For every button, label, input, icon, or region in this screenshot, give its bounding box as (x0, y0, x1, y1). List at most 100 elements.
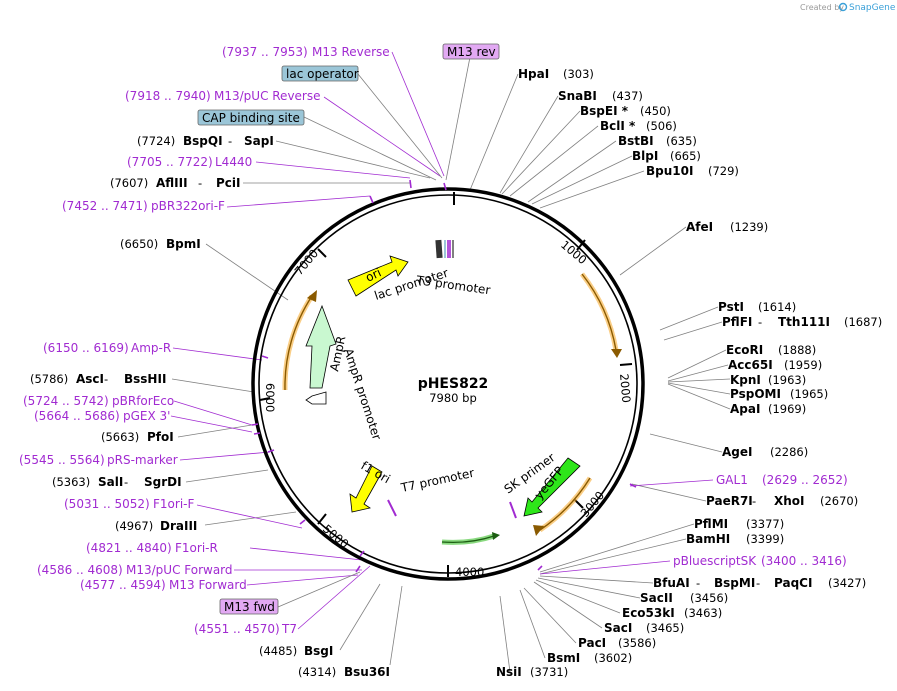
enzyme-label[interactable]: BamHI(3399) (686, 532, 784, 546)
svg-text:AscI: AscI (76, 372, 104, 386)
enzyme-label[interactable]: (4485)BsgI (259, 644, 333, 658)
svg-text:PstI: PstI (718, 300, 744, 314)
enzyme-label[interactable]: BclI *(506) (600, 119, 677, 133)
svg-text:-: - (124, 475, 128, 489)
enzyme-label[interactable]: AgeI (2286) (722, 445, 808, 459)
enzyme-label[interactable]: ApaI(1969) (730, 402, 806, 416)
svg-text:ApaI: ApaI (730, 402, 760, 416)
enzyme-label[interactable]: EcoRI(1888) (726, 343, 816, 357)
enzyme-label[interactable]: PacI(3586) (578, 636, 656, 650)
primer-label[interactable]: (5664 .. 5686)pGEX 3' (34, 409, 170, 423)
svg-text:(1963): (1963) (768, 373, 806, 387)
enzyme-label[interactable]: PflMI(3377) (694, 517, 784, 531)
enzyme-label[interactable]: (5663)PfoI (101, 430, 174, 444)
enzyme-label[interactable]: (5786)AscI - BssHII (30, 372, 166, 386)
tick-label: 6000 (263, 383, 277, 412)
enzyme-label[interactable]: (5363)SalI - SgrDI (52, 475, 182, 489)
enzyme-label[interactable]: PstI(1614) (718, 300, 796, 314)
primer-label[interactable]: (4551 .. 4570)T7 (194, 622, 297, 636)
primer-label[interactable]: (4821 .. 4840)F1ori-R (86, 541, 218, 555)
svg-text:DraIII: DraIII (160, 519, 197, 533)
enzyme-label[interactable]: (7607)AflIII - PciI (110, 176, 241, 190)
svg-text:(5031 .. 5052): (5031 .. 5052) (64, 497, 150, 511)
enzyme-label[interactable]: BsmI(3602) (547, 651, 632, 665)
snapgene-logo-icon (838, 2, 848, 12)
site-markers (251, 179, 637, 573)
svg-text:PspOMI: PspOMI (730, 387, 781, 401)
primer-label[interactable]: (7452 .. 7471)pBR322ori-F (62, 199, 225, 213)
svg-text:M13 Forward: M13 Forward (169, 578, 247, 592)
svg-text:(2629 .. 2652): (2629 .. 2652) (762, 473, 848, 487)
primer-label[interactable]: (7937 .. 7953)M13 Reverse (222, 45, 390, 59)
enzyme-label[interactable]: (4967)DraIII (115, 519, 197, 533)
svg-text:BlpI: BlpI (632, 149, 658, 163)
svg-text:BspMI: BspMI (714, 576, 755, 590)
box-m13-rev-label: M13 rev (447, 45, 496, 59)
enzyme-label[interactable]: (4314) Bsu36I (298, 665, 390, 679)
svg-text:-: - (104, 372, 108, 386)
box-m13-rev[interactable]: M13 rev (442, 43, 500, 60)
svg-text:BsmI: BsmI (547, 651, 580, 665)
enzyme-label[interactable]: BfuAI - BspMI - PaqCI(3427) (653, 576, 866, 590)
svg-text:Bpu10I: Bpu10I (646, 164, 693, 178)
svg-text:Bsu36I: Bsu36I (344, 665, 390, 679)
enzyme-label[interactable]: PaeR7I - XhoI(2670) (706, 494, 858, 508)
svg-text:(3377): (3377) (746, 517, 784, 531)
enzyme-label[interactable]: SnaBI(437) (558, 89, 643, 103)
svg-text:(7918 .. 7940): (7918 .. 7940) (125, 89, 211, 103)
box-m13-fwd[interactable]: M13 fwd (219, 598, 279, 615)
feature-t7-promoter: T7 promoter (399, 466, 476, 495)
svg-text:F1ori-F: F1ori-F (153, 497, 194, 511)
enzyme-label[interactable]: BspEI *(450) (580, 104, 671, 118)
primer-label[interactable]: (6150 .. 6169)Amp-R (43, 341, 171, 355)
enzyme-label[interactable]: (7724)BspQI - SapI (137, 134, 274, 148)
svg-text:(4314): (4314) (298, 665, 336, 679)
enzyme-label[interactable]: NsiI(3731) (496, 665, 568, 679)
enzyme-label[interactable]: HpaI(303) (518, 67, 594, 81)
svg-text:M13/pUC Forward: M13/pUC Forward (126, 563, 233, 577)
svg-text:(1687): (1687) (844, 315, 882, 329)
enzyme-label[interactable]: BlpI(665) (632, 149, 701, 163)
primer-label[interactable]: (5545 .. 5564)pRS-marker (19, 453, 178, 467)
svg-text:(7724): (7724) (137, 134, 175, 148)
snapgene-credit[interactable]: Created by SnapGene (800, 2, 896, 13)
svg-text:(5664 .. 5686): (5664 .. 5686) (34, 409, 120, 423)
svg-text:AgeI: AgeI (722, 445, 752, 459)
svg-text:(2286): (2286) (770, 445, 808, 459)
primer-label[interactable]: (5031 .. 5052)F1ori-F (64, 497, 194, 511)
primer-label[interactable]: (5724 .. 5742)pBRforEco (23, 394, 174, 408)
svg-text:BfuAI: BfuAI (653, 576, 690, 590)
primer-label[interactable]: (7705 .. 7722)L4440 (127, 155, 252, 169)
enzyme-label[interactable]: Acc65I(1959) (728, 358, 822, 372)
enzyme-label[interactable]: PflFI - Tth111I(1687) (722, 315, 882, 329)
enzyme-label[interactable]: SacI(3465) (604, 621, 684, 635)
enzyme-label[interactable]: Eco53kI(3463) (622, 606, 722, 620)
enzyme-label[interactable]: BstBI(635) (618, 134, 697, 148)
enzyme-label[interactable]: Bpu10I(729) (646, 164, 739, 178)
box-lac-operator[interactable]: lac operator (281, 65, 359, 82)
svg-text:AfeI: AfeI (686, 220, 713, 234)
enzyme-label[interactable]: PspOMI(1965) (730, 387, 828, 401)
enzyme-label[interactable]: SacII(3456) (640, 591, 728, 605)
box-cap-binding-site[interactable]: CAP binding site (197, 109, 305, 126)
primer-label[interactable]: (4586 .. 4608)M13/pUC Forward (37, 563, 233, 577)
box-cap-binding-site-label: CAP binding site (202, 111, 300, 125)
primer-label[interactable]: (4577 .. 4594)M13 Forward (80, 578, 247, 592)
svg-text:-: - (696, 576, 700, 590)
svg-text:SacI: SacI (604, 621, 632, 635)
primer-label[interactable]: GAL1(2629 .. 2652) (716, 473, 848, 487)
svg-text:F1ori-R: F1ori-R (175, 541, 218, 555)
enzyme-label[interactable]: KpnI(1963) (730, 373, 806, 387)
svg-text:(7705 .. 7722): (7705 .. 7722) (127, 155, 213, 169)
box-lac-operator-label: lac operator (286, 67, 359, 81)
svg-text:(1239): (1239) (730, 220, 768, 234)
svg-text:(635): (635) (666, 134, 697, 148)
svg-text:SacII: SacII (640, 591, 673, 605)
svg-text:PflFI: PflFI (722, 315, 752, 329)
enzyme-label[interactable]: AfeI (1239) (686, 220, 768, 234)
svg-text:T7: T7 (281, 622, 297, 636)
svg-text:(4485): (4485) (259, 644, 297, 658)
primer-label[interactable]: (7918 .. 7940)M13/pUC Reverse (125, 89, 321, 103)
enzyme-label[interactable]: (6650)BpmI (120, 237, 201, 251)
primer-label[interactable]: pBluescriptSK(3400 .. 3416) (673, 554, 847, 568)
